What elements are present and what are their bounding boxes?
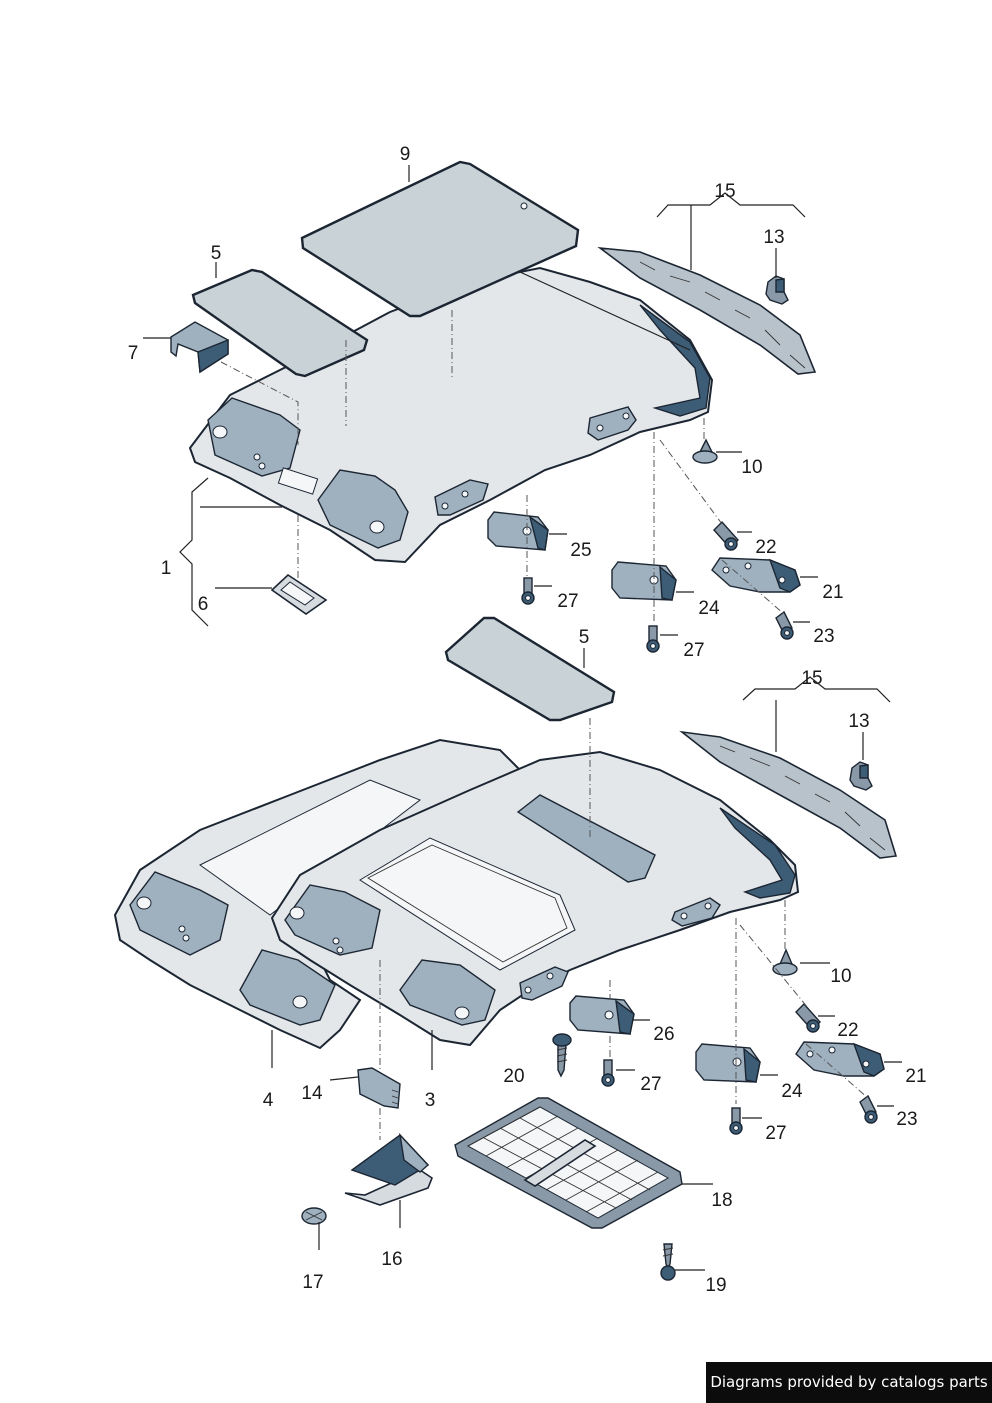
bolt-23-top	[775, 610, 794, 640]
bolt-27-top-b	[646, 625, 660, 653]
handle-24-top	[611, 561, 677, 601]
callout-4: 4	[263, 1090, 274, 1111]
headliner-panel-top	[188, 266, 714, 564]
callout-13-top: 13	[763, 227, 784, 248]
rail-15-bottom	[679, 730, 898, 859]
callout-25: 25	[570, 540, 591, 561]
sunblind-18	[454, 1097, 683, 1229]
bolt-23-bottom	[859, 1094, 878, 1124]
callout-22-top: 22	[755, 537, 776, 558]
callout-17: 17	[302, 1272, 323, 1293]
clip-13-top	[765, 275, 789, 305]
callout-19: 19	[705, 1275, 726, 1296]
callout-labels: 9 5 7 1 6 15 13 10 25 27 24 27 22 21 23 …	[128, 144, 927, 1296]
callout-22-bottom: 22	[837, 1020, 858, 1041]
callout-18: 18	[711, 1190, 732, 1211]
callout-27-bottom-a: 27	[640, 1074, 661, 1095]
callout-23-top: 23	[813, 626, 834, 647]
callout-16: 16	[381, 1249, 402, 1270]
clip-10-top	[692, 438, 718, 464]
callout-10-bottom: 10	[830, 966, 851, 987]
callout-21-top: 21	[822, 582, 843, 603]
callout-13-bottom: 13	[848, 711, 869, 732]
handle-26	[569, 995, 635, 1035]
insulation-mat-5-top	[191, 268, 369, 378]
screw-22-bottom	[795, 1002, 821, 1033]
bolt-27-bottom-a	[601, 1059, 615, 1087]
clip-10-bottom	[772, 948, 798, 976]
screw-22-top	[713, 520, 739, 551]
callout-5-bottom: 5	[579, 627, 590, 648]
rail-15-top	[597, 246, 817, 375]
handle-24-bottom	[695, 1043, 761, 1083]
callout-3: 3	[425, 1090, 436, 1111]
headliner-panel-3	[270, 750, 800, 1047]
callout-6: 6	[198, 594, 209, 615]
bracket-21-bottom	[795, 1041, 885, 1077]
clip-13-bottom	[849, 761, 873, 791]
callout-15-top: 15	[714, 181, 735, 202]
credit-banner[interactable]: Diagrams provided by catalogs parts	[706, 1362, 992, 1403]
callout-7: 7	[128, 343, 139, 364]
frame-6	[270, 573, 328, 615]
callout-9: 9	[400, 144, 411, 165]
bolt-27-bottom-b	[729, 1107, 743, 1135]
callout-21-bottom: 21	[905, 1066, 926, 1087]
callout-24-top: 24	[698, 598, 720, 619]
insulation-mat-9	[300, 160, 580, 318]
clip-17	[301, 1207, 327, 1225]
callout-23-bottom: 23	[896, 1109, 917, 1130]
screw-20	[552, 1033, 572, 1078]
callout-27-top-a: 27	[557, 591, 578, 612]
leader-lines	[143, 165, 902, 1271]
screw-19	[660, 1243, 676, 1281]
cover-16	[344, 1132, 433, 1206]
insulation-mat-5-bottom	[444, 616, 616, 722]
bracket-21-top	[711, 557, 801, 593]
callout-15-bottom: 15	[801, 668, 822, 689]
callout-14: 14	[301, 1083, 323, 1104]
cover-clip-7	[170, 321, 229, 374]
callout-27-bottom-b: 27	[765, 1123, 786, 1144]
callout-27-top-b: 27	[683, 640, 704, 661]
plate-14	[357, 1067, 401, 1109]
callout-20: 20	[503, 1066, 524, 1087]
callout-24-bottom: 24	[781, 1081, 803, 1102]
callout-10-top: 10	[741, 457, 762, 478]
callout-5-top: 5	[211, 243, 222, 264]
bolt-27-top-a	[521, 577, 535, 605]
callout-1: 1	[161, 558, 172, 579]
callout-26: 26	[653, 1024, 674, 1045]
handle-25	[487, 511, 549, 551]
